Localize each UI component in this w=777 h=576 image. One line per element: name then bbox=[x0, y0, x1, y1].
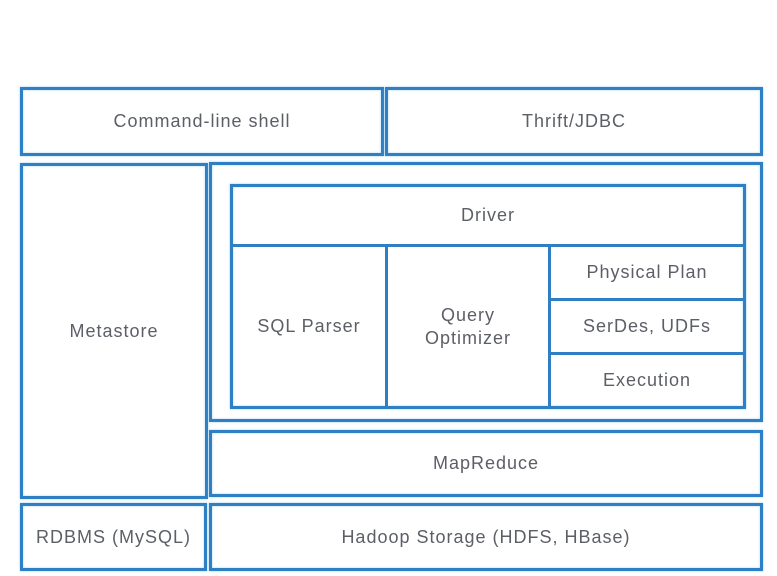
driver-row: Driver bbox=[233, 187, 743, 247]
box-sql-parser: SQL Parser bbox=[233, 247, 388, 406]
execution-label: Execution bbox=[602, 370, 692, 391]
plan-column: Physical Plan SerDes, UDFs Execution bbox=[551, 247, 743, 406]
box-driver-container: Driver SQL Parser Query Optimizer Physic… bbox=[209, 162, 763, 422]
box-physical-plan: Physical Plan bbox=[551, 247, 743, 301]
hadoop-storage-label: Hadoop Storage (HDFS, HBase) bbox=[341, 526, 631, 547]
query-optimizer-label: Query Optimizer bbox=[424, 305, 511, 348]
command-line-shell-label: Command-line shell bbox=[113, 111, 291, 132]
rdbms-label: RDBMS (MySQL) bbox=[35, 526, 191, 547]
mapreduce-label: MapReduce bbox=[432, 453, 540, 474]
driver-group: Driver SQL Parser Query Optimizer Physic… bbox=[230, 184, 746, 409]
metastore-label: Metastore bbox=[69, 320, 159, 341]
box-thrift-jdbc: Thrift/JDBC bbox=[385, 87, 763, 156]
thrift-jdbc-label: Thrift/JDBC bbox=[521, 111, 626, 132]
box-query-optimizer: Query Optimizer bbox=[388, 247, 551, 406]
box-serdes-udfs: SerDes, UDFs bbox=[551, 301, 743, 355]
driver-group-columns: SQL Parser Query Optimizer Physical Plan… bbox=[233, 247, 743, 406]
sql-parser-label: SQL Parser bbox=[257, 316, 361, 337]
box-rdbms: RDBMS (MySQL) bbox=[20, 503, 207, 571]
box-mapreduce: MapReduce bbox=[209, 430, 763, 497]
serdes-udfs-label: SerDes, UDFs bbox=[582, 316, 711, 337]
physical-plan-label: Physical Plan bbox=[586, 262, 708, 283]
box-execution: Execution bbox=[551, 355, 743, 406]
box-metastore: Metastore bbox=[20, 163, 208, 499]
driver-label: Driver bbox=[461, 205, 515, 226]
box-hadoop-storage: Hadoop Storage (HDFS, HBase) bbox=[209, 503, 763, 571]
box-command-line-shell: Command-line shell bbox=[20, 87, 384, 156]
